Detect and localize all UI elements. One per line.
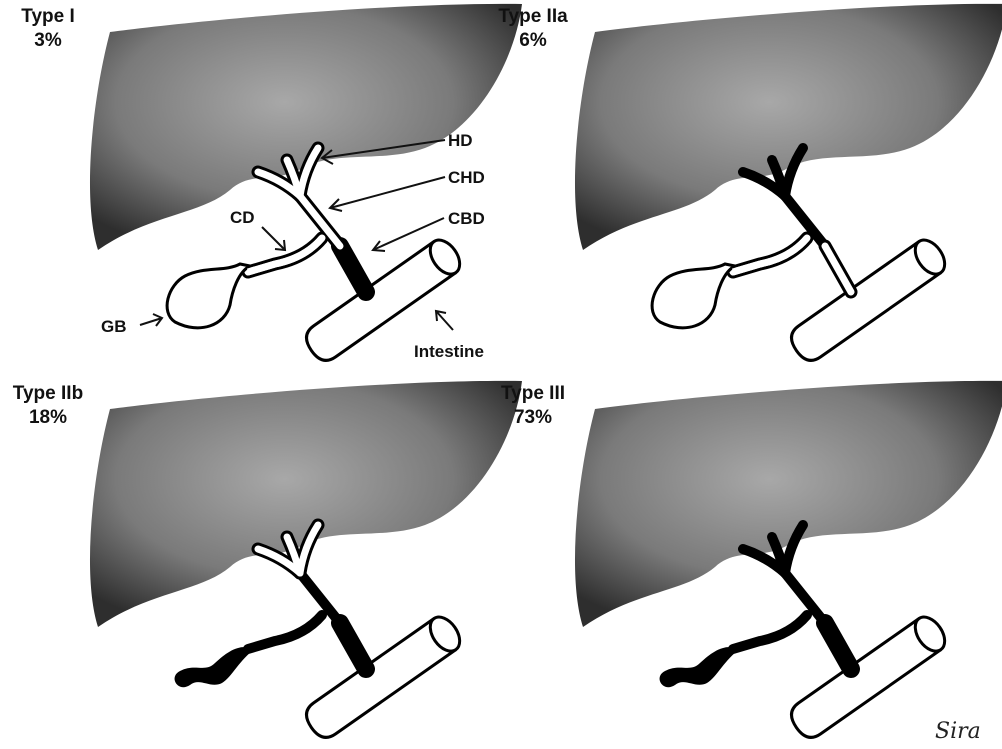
hd-lumen (296, 144, 322, 200)
label-intestine: Intestine (414, 342, 484, 361)
cd-lumen (732, 235, 810, 276)
type-label: Type IIb (13, 383, 83, 404)
signature: Sira (935, 719, 981, 744)
gb-arrow (139, 317, 163, 326)
cbd-duct-obliterated (331, 614, 375, 678)
intestine (790, 615, 947, 739)
percent-label: 3% (34, 30, 62, 51)
type-label: Type IIa (498, 6, 568, 27)
cd-lumen (247, 235, 325, 276)
liver (89, 3, 522, 251)
cd-arrow (261, 226, 286, 251)
intestine (790, 238, 947, 362)
panel-type-iii: Type III 73% (501, 380, 1002, 739)
chd-duct-obliterated (780, 191, 830, 251)
liver (575, 3, 1002, 250)
chd-lumen (296, 192, 344, 250)
intestine (305, 238, 462, 362)
label-chd: CHD (448, 168, 485, 187)
hd-lumen (296, 521, 322, 577)
label-hd: HD (448, 131, 473, 150)
cbd-duct-obliterated (816, 614, 860, 678)
cd-duct-obliterated (728, 610, 812, 654)
panel-type-iia: Type IIa 6% (498, 3, 1002, 362)
type-label: Type III (501, 383, 565, 404)
panel-type-iib: Type IIb 18% (13, 380, 522, 739)
annotations (139, 139, 454, 331)
hd-arrow (321, 139, 446, 159)
gallbladder (165, 262, 255, 330)
cbd-lumen (821, 242, 855, 296)
cbd-duct-obliterated (331, 237, 375, 301)
chd-arrowhead (328, 198, 343, 212)
type-label: Type I (21, 6, 75, 27)
percent-label: 73% (514, 407, 552, 428)
hd-arrowhead (320, 149, 334, 165)
chd-duct-obliterated (295, 568, 345, 628)
gallbladder-atrophic (174, 646, 255, 688)
chd-arrow (329, 176, 446, 209)
chd-duct-obliterated (780, 568, 830, 628)
cd-arrowhead (274, 239, 287, 252)
panel-type-i: Type I 3% (21, 3, 522, 362)
gallbladder (650, 262, 740, 330)
cbd-arrowhead (371, 240, 386, 252)
percent-label: 18% (29, 407, 67, 428)
percent-label: 6% (519, 30, 547, 51)
label-gb: GB (101, 317, 127, 336)
cd-duct-obliterated (243, 610, 327, 654)
cbd-arrow (372, 217, 445, 251)
gb-arrowhead (152, 313, 164, 327)
gallbladder-atrophic (659, 646, 740, 688)
liver (575, 380, 1002, 627)
intestine-arrowhead (434, 309, 447, 322)
label-cbd: CBD (448, 209, 485, 228)
intestine-arrow (435, 310, 454, 331)
intestine (305, 615, 462, 739)
liver (89, 380, 522, 627)
label-cd: CD (230, 208, 255, 227)
